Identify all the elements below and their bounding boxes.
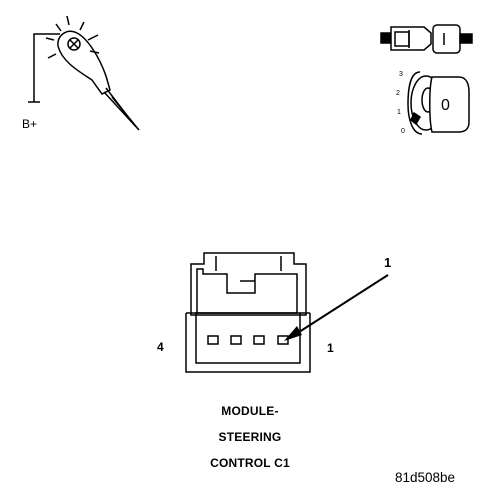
- caption-line-1: MODULE-: [221, 404, 279, 418]
- ignition-position-2: 2: [396, 90, 400, 97]
- caption-line-3: CONTROL C1: [210, 456, 290, 470]
- test-light-probe-icon: [28, 15, 140, 131]
- figure-id: 81d508be: [395, 470, 456, 485]
- ignition-position-0: 0: [401, 128, 405, 135]
- ignition-key-icon: [380, 24, 473, 54]
- caption-line-2: STEERING: [218, 430, 282, 444]
- ignition-switch-icon: [407, 71, 470, 135]
- ignition-position-1: 1: [397, 109, 401, 116]
- key-face-label: 0: [441, 97, 450, 114]
- pin-number-right: 1: [327, 341, 334, 355]
- ignition-position-3: 3: [399, 71, 403, 78]
- battery-label: B+: [22, 117, 38, 131]
- pin-number-left: 4: [157, 340, 164, 354]
- connector-face-icon: [185, 252, 311, 373]
- callout-arrow: [284, 274, 389, 341]
- callout-number: 1: [384, 255, 392, 270]
